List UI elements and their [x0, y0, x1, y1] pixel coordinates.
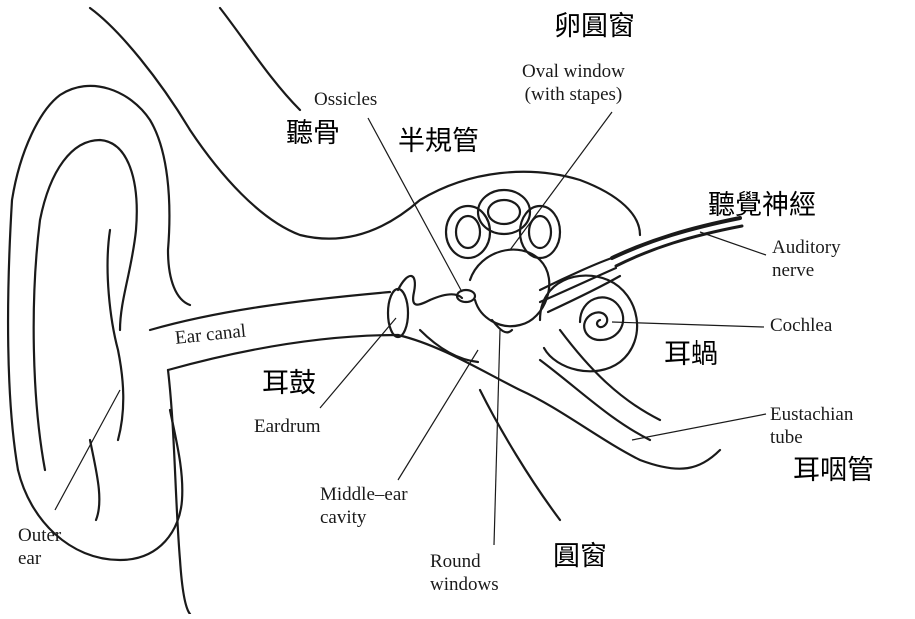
semicircular-canal-2 [478, 190, 530, 234]
skull-lower [480, 390, 560, 520]
oval-window-zh-label: 卵圓窗 [554, 12, 635, 42]
leader-middle-ear [398, 350, 478, 480]
round-window-zh-label: 圓窗 [553, 542, 607, 572]
eardrum-zh-label: 耳鼓 [262, 369, 316, 399]
outer-ear-label: Outer ear [18, 525, 61, 571]
vestibule [470, 250, 549, 327]
earlobe-inner [90, 440, 99, 520]
middle-ear-cavity-label: Middle–ear cavity [320, 484, 408, 530]
oval-window-label: Oval window (with stapes) [522, 61, 625, 107]
jaw-contour [168, 370, 190, 614]
leader-auditory-nerve [700, 232, 766, 255]
ear-canal-top [150, 292, 390, 330]
cochlea-label: Cochlea [770, 315, 832, 338]
head-top-contour [90, 8, 640, 239]
auditory-nerve-zh-label: 聽覺神經 [708, 191, 816, 221]
semicircular-canal-3 [520, 206, 560, 258]
upper-skin-line [220, 8, 300, 110]
leader-eardrum [320, 318, 396, 408]
eustachian-tube-label: Eustachian tube [770, 404, 853, 450]
leader-round-window [494, 330, 500, 545]
cochlea-zh-label: 耳蝸 [664, 340, 718, 370]
eustachian-tube-zh-label: 耳咽管 [793, 456, 874, 486]
cochlea-spiral [580, 297, 623, 340]
ossicles-label: Ossicles [314, 89, 377, 112]
semicircular-canal-2-inner [488, 200, 520, 224]
semicircular-canal-1 [446, 206, 490, 258]
semicircular-canal-1-inner [456, 216, 480, 248]
semicircular-canals-zh-label: 半規管 [398, 127, 479, 157]
leader-eustachian [632, 414, 766, 440]
eardrum-label: Eardrum [254, 416, 320, 439]
auditory-nerve-label: Auditory nerve [772, 237, 841, 283]
ossicles-zh-label: 聽骨 [286, 119, 340, 149]
leader-cochlea [612, 322, 764, 327]
round-windows-label: Round windows [430, 551, 499, 597]
leader-outer-ear [55, 390, 120, 510]
eardrum-shape [388, 289, 408, 337]
eustachian-tube-wall-2 [560, 330, 660, 420]
auditory-nerve-main [612, 218, 740, 258]
